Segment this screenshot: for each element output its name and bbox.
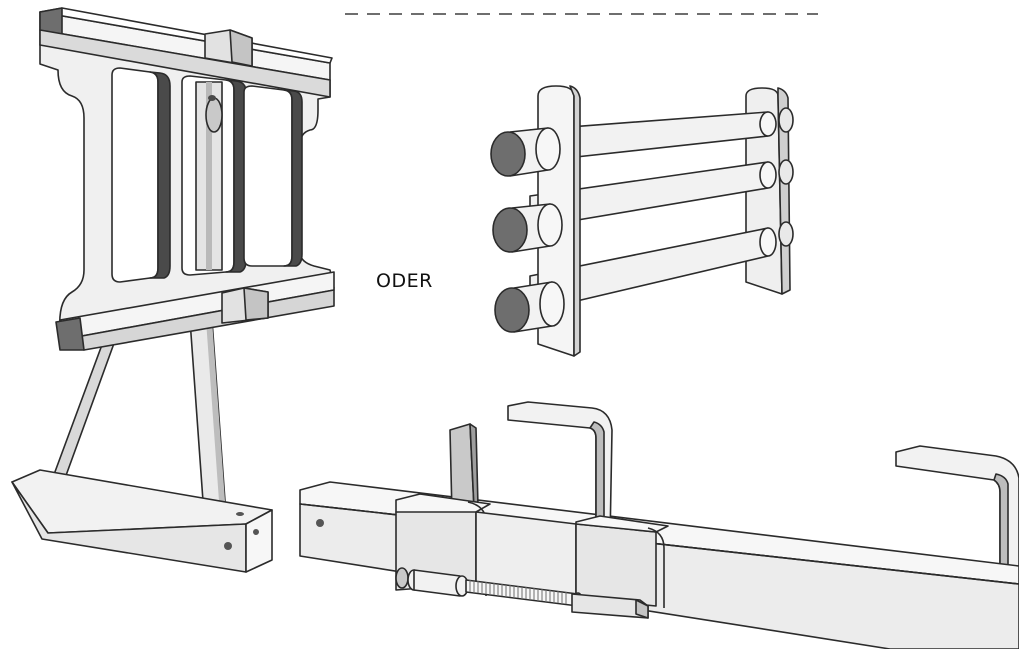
tube-end-bottom — [494, 281, 565, 333]
cage-opening-right — [243, 85, 293, 267]
bar-end-hole — [316, 519, 324, 527]
tube-end-middle — [492, 203, 563, 253]
slot-knob — [205, 97, 223, 133]
sleeve-right — [575, 523, 657, 607]
telescopic-clamp-bar — [299, 401, 1019, 649]
base-hole — [224, 542, 232, 550]
tube-end-top — [490, 127, 561, 177]
threaded-spindle — [395, 567, 649, 619]
cage-opening-left — [111, 67, 159, 283]
oder-label: ODER — [376, 270, 433, 292]
bottom-bar-cap — [55, 317, 85, 351]
upright-stand-assembly — [11, 7, 335, 573]
base-foot — [11, 469, 273, 534]
tube-rail-panel — [490, 85, 794, 357]
base-top-hole — [236, 512, 244, 516]
